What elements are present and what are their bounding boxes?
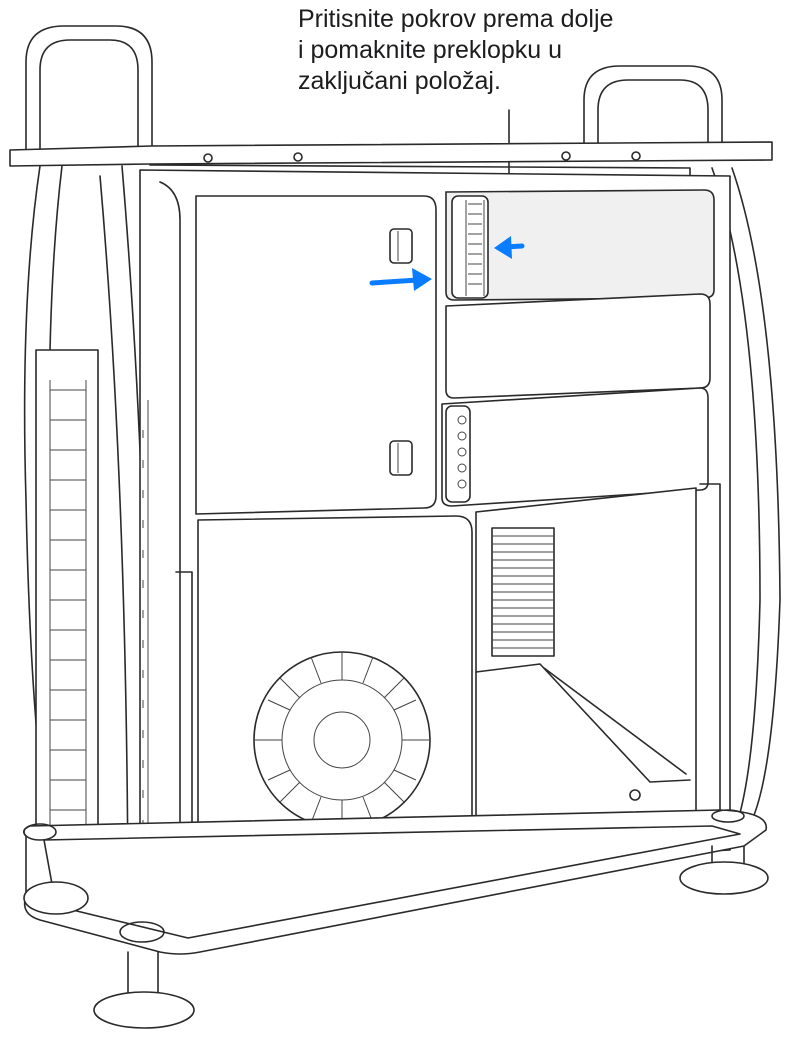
left-frame <box>23 165 151 931</box>
middle-module <box>445 293 711 399</box>
front-foot <box>93 951 195 1029</box>
callout-line-2: i pomaknite preklopku u <box>298 36 563 64</box>
arrow-right-icon <box>369 268 432 291</box>
upper-left-panel <box>195 195 437 515</box>
base-frame <box>22 809 767 955</box>
callout-line-1: Pritisnite pokrov prema dolje <box>298 5 614 33</box>
top-module-cover <box>445 189 715 301</box>
right-handle <box>583 65 723 151</box>
left-foot <box>23 881 89 915</box>
right-foot <box>679 845 769 895</box>
arrow-left-icon <box>494 236 525 259</box>
lower-latch <box>389 440 413 476</box>
top-rail <box>9 141 773 167</box>
locking-switch <box>451 195 489 299</box>
instruction-callout: Pritisnite pokrov prema dolje i pomaknit… <box>298 4 738 97</box>
callout-line-3: zaključani položaj. <box>298 67 501 95</box>
upper-latch <box>389 228 413 264</box>
fan <box>253 651 431 829</box>
lower-module <box>441 387 709 507</box>
left-handle <box>25 25 153 161</box>
right-frame <box>711 167 781 821</box>
